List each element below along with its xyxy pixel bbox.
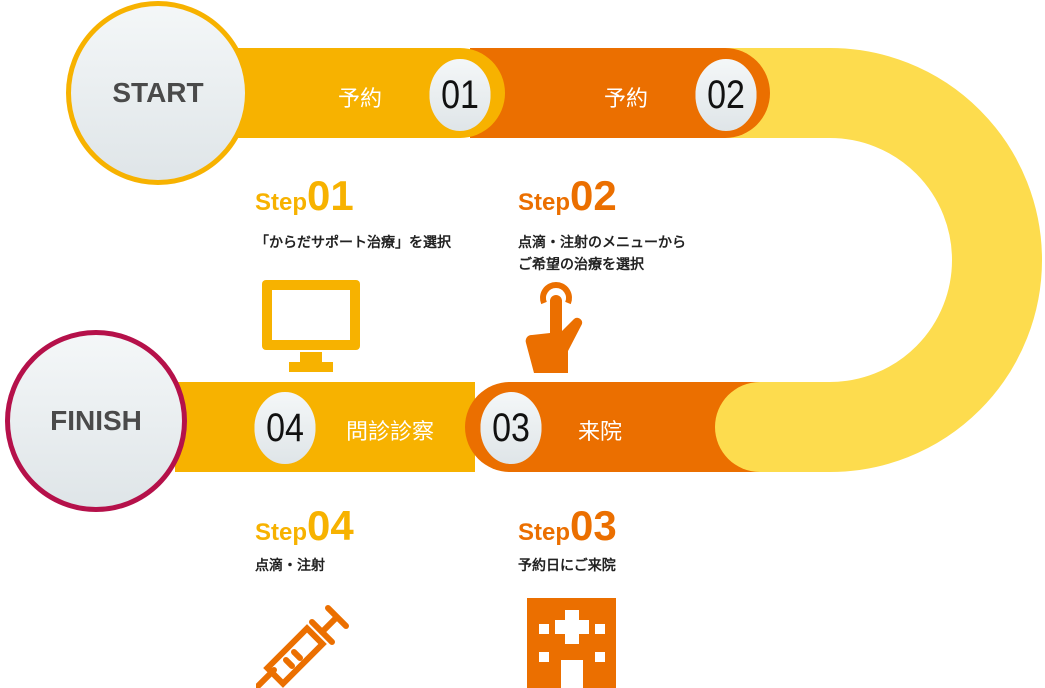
track-number-04: 04 <box>251 388 319 468</box>
step-prefix: Step <box>255 519 308 546</box>
hospital-icon <box>527 598 616 688</box>
track-label-01: 予約 <box>338 87 383 112</box>
track-label-02: 予約 <box>604 87 649 112</box>
step-02-heading: Step02 <box>518 172 617 220</box>
step-number: 03 <box>570 502 617 549</box>
step-03-description: 予約日にご来院 <box>518 555 616 577</box>
step-prefix: Step <box>255 189 308 216</box>
description-line: 「からだサポート治療」を選択 <box>255 235 451 251</box>
step-01-heading: Step01 <box>255 172 354 220</box>
description-line: 予約日にご来院 <box>518 558 616 574</box>
track-bottom-end <box>715 382 830 472</box>
track-segment-04 <box>175 382 475 472</box>
track-curve <box>829 48 1042 472</box>
step-number: 02 <box>570 172 617 219</box>
description-line: 点滴・注射 <box>255 558 325 574</box>
monitor-icon <box>262 280 360 372</box>
step-02-description: 点滴・注射のメニューからご希望の治療を選択 <box>518 232 686 276</box>
step-number: 04 <box>307 502 354 549</box>
track-number-03: 03 <box>477 388 545 468</box>
step-number: 01 <box>307 172 354 219</box>
track-number-02: 02 <box>692 55 760 135</box>
description-line: 点滴・注射のメニューから <box>518 235 686 251</box>
step-04-heading: Step04 <box>255 502 354 550</box>
track-segment-03 <box>465 382 770 472</box>
step-03-heading: Step03 <box>518 502 617 550</box>
track-segment-02 <box>470 48 770 138</box>
track-label-04: 問診診察 <box>346 420 435 445</box>
tap-hand-icon <box>525 282 583 373</box>
finish-circle: FINISH <box>5 330 187 512</box>
description-line: ご希望の治療を選択 <box>518 257 644 273</box>
step-01-description: 「からだサポート治療」を選択 <box>255 232 451 254</box>
syringe-icon <box>256 605 349 688</box>
start-circle: START <box>66 1 250 185</box>
track-number-01: 01 <box>426 55 494 135</box>
step-prefix: Step <box>518 519 571 546</box>
step-prefix: Step <box>518 189 571 216</box>
step-04-description: 点滴・注射 <box>255 555 325 577</box>
track-label-03: 来院 <box>578 420 623 445</box>
